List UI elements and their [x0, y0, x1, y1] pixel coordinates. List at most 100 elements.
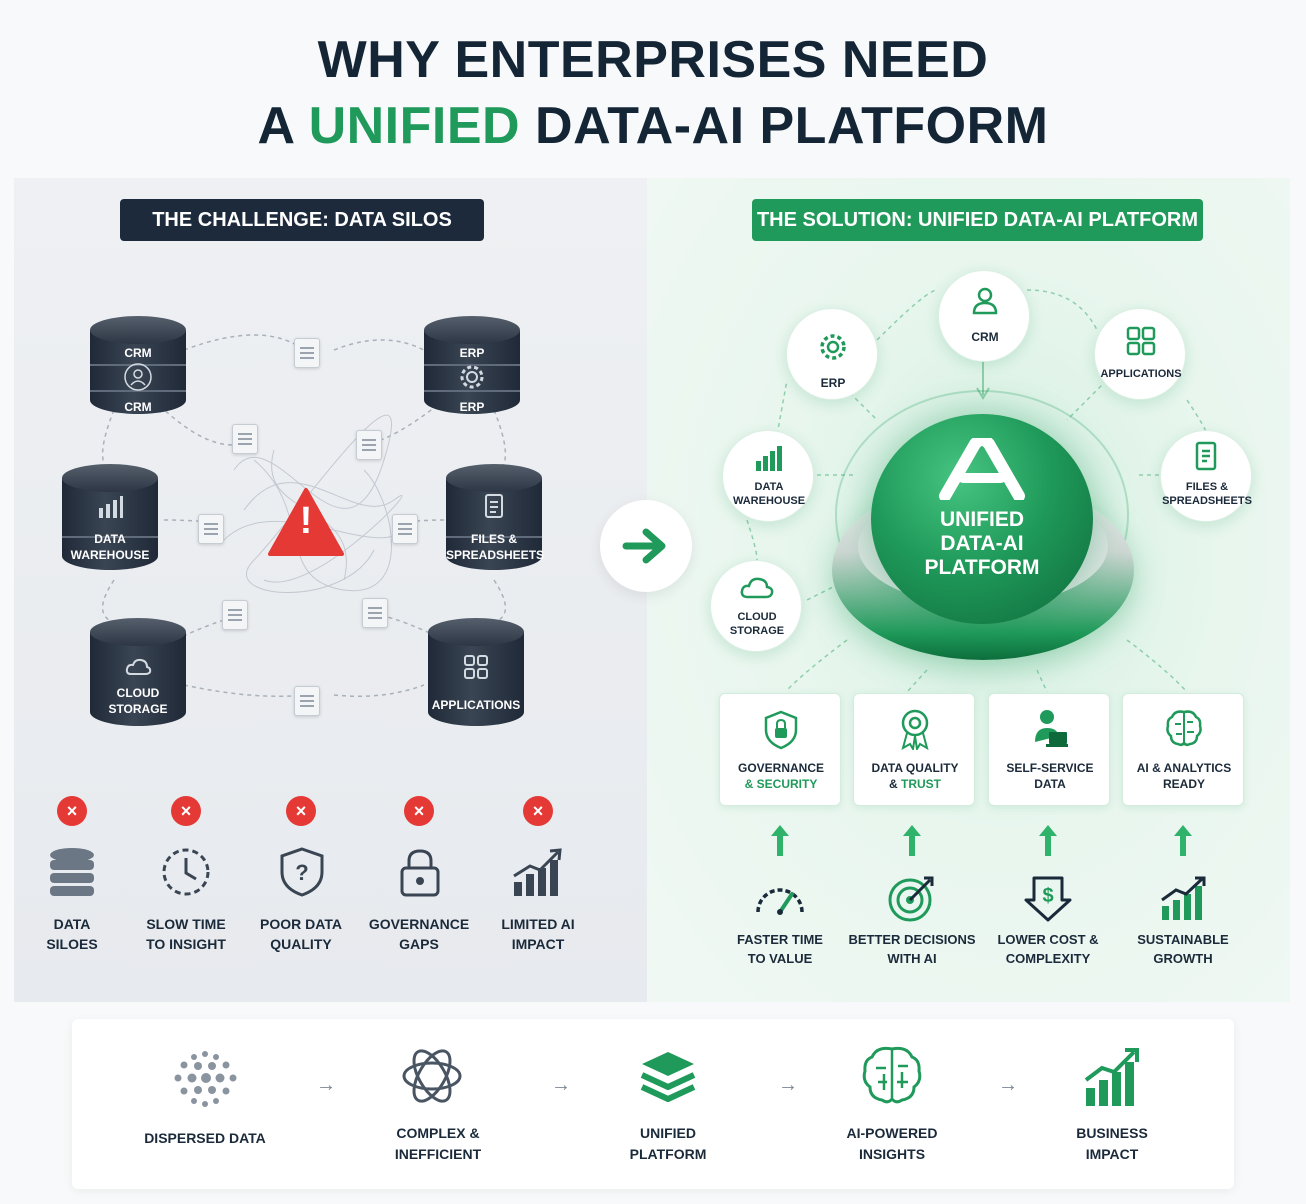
flow-line1: UNIFIED [640, 1125, 696, 1141]
flow-arrow: → [998, 1074, 1018, 1096]
problem-line2: SILOES [46, 936, 98, 952]
gear-icon [460, 365, 484, 389]
cloud-line1: CLOUD [116, 686, 160, 700]
capability-line1: SELF-SERVICE [1006, 761, 1094, 775]
transition-arrow [600, 500, 692, 592]
data-warehouse-line1: DATA [94, 532, 126, 546]
target-icon [888, 876, 934, 922]
speedometer-icon [756, 888, 804, 915]
x-badge: × [286, 796, 316, 826]
flow-line2: INSIGHTS [858, 1146, 926, 1162]
x-badge: × [523, 796, 553, 826]
node-line1: FILES & [1185, 481, 1229, 493]
brain-icon [862, 1046, 922, 1104]
layers-icon [640, 1052, 696, 1102]
warning-icon [268, 488, 344, 556]
challenge-panel [14, 178, 647, 1002]
x-badge: × [171, 796, 201, 826]
flow-line1: DISPERSED DATA [144, 1130, 266, 1146]
benefit-line2: TO VALUE [747, 951, 813, 966]
benefit-label: LOWER COST & COMPLEXITY [973, 930, 1123, 968]
clock-icon [162, 848, 210, 896]
benefit-line2: GROWTH [1153, 951, 1213, 966]
svg-text:$: $ [1042, 885, 1053, 907]
governance-security-box: GOVERNANCE & SECURITY [719, 693, 841, 806]
flow-line1: COMPLEX & [396, 1125, 480, 1141]
node-line2: WAREHOUSE [732, 495, 806, 507]
problem-line1: LIMITED AI [501, 916, 575, 932]
files-line2: SPREADSHEETS [446, 548, 545, 562]
shield-lock-icon [764, 710, 798, 750]
node-line1: DATA [754, 481, 784, 493]
scatter-dots-icon [174, 1051, 237, 1107]
applications-label: APPLICATIONS [431, 698, 521, 712]
lock-icon [400, 849, 440, 897]
erp-silo: ERP ERP [424, 316, 520, 420]
files-line1: FILES & [470, 532, 517, 546]
erp-silo-top-label: ERP [459, 346, 485, 360]
benefit-label: FASTER TIME TO VALUE [705, 930, 855, 968]
capability-line1: AI & ANALYTICS [1136, 761, 1232, 775]
benefit-line2: WITH AI [887, 951, 937, 966]
cloud-storage-silo: CLOUD STORAGE [90, 618, 186, 730]
tangled-loops-icon [402, 1049, 462, 1103]
document-icon [362, 598, 388, 628]
capability-line2: & SECURITY [744, 777, 818, 791]
crm-silo: CRM CRM [90, 316, 186, 420]
problem-line2: IMPACT [511, 936, 565, 952]
data-warehouse-node: DATA WAREHOUSE [722, 430, 814, 522]
data-warehouse-silo: DATA WAREHOUSE [62, 464, 158, 574]
journey-flow-panel [72, 1019, 1234, 1189]
up-arrow-icon [903, 825, 921, 856]
hub-line3: PLATFORM [924, 556, 1040, 579]
benefit-line1: LOWER COST & [997, 932, 1099, 947]
challenge-banner: THE CHALLENGE: DATA SILOS [120, 199, 484, 241]
title-prefix: A [257, 97, 309, 155]
benefit-line1: BETTER DECISIONS [848, 932, 976, 947]
crm-node-label: CRM [971, 330, 999, 344]
benefit-line2: COMPLEXITY [1005, 951, 1091, 966]
document-icon [485, 494, 503, 518]
benefit-label: BETTER DECISIONS WITH AI [837, 930, 987, 968]
x-badge: × [57, 796, 87, 826]
crm-silo-bottom-label: CRM [124, 400, 152, 414]
document-icon [198, 514, 224, 544]
data-warehouse-node-label: DATA WAREHOUSE [714, 480, 824, 508]
benefit-line1: FASTER TIME [737, 932, 823, 947]
x-badge: × [404, 796, 434, 826]
crm-node: CRM [938, 270, 1030, 362]
flow-step-label: DISPERSED DATA [125, 1128, 285, 1149]
document-icon [392, 514, 418, 544]
node-line2: SPREADSHEETS [1162, 495, 1252, 507]
apps-grid-icon [464, 655, 488, 679]
unified-platform-hub [871, 414, 1093, 624]
capability-label: GOVERNANCE & SECURITY [720, 760, 842, 792]
warning-mark: ! [299, 500, 313, 542]
flow-step-label: COMPLEX &INEFFICIENT [358, 1123, 518, 1165]
growth-chart-icon [1161, 876, 1206, 920]
capability-line1: GOVERNANCE [737, 761, 824, 775]
page-title-line2: A UNIFIED DATA-AI PLATFORM [0, 96, 1306, 156]
user-icon [972, 287, 998, 315]
capability-label: DATA QUALITY& TRUST [854, 760, 976, 792]
data-warehouse-line2: WAREHOUSE [70, 548, 150, 562]
files-node: FILES & SPREADSHEETS [1160, 430, 1252, 522]
database-icon [50, 848, 94, 896]
flow-line2: PLATFORM [629, 1146, 707, 1162]
problem-line1: SLOW TIME [146, 916, 226, 932]
problem-line1: POOR DATA [260, 916, 342, 932]
applications-silo: APPLICATIONS [428, 618, 524, 730]
problem-line1: DATA [53, 916, 91, 932]
problem-label: DATA SILOES [7, 914, 137, 954]
crm-silo-top-label: CRM [124, 346, 152, 360]
growth-chart-icon [513, 848, 562, 896]
cloud-line2: STORAGE [108, 702, 168, 716]
